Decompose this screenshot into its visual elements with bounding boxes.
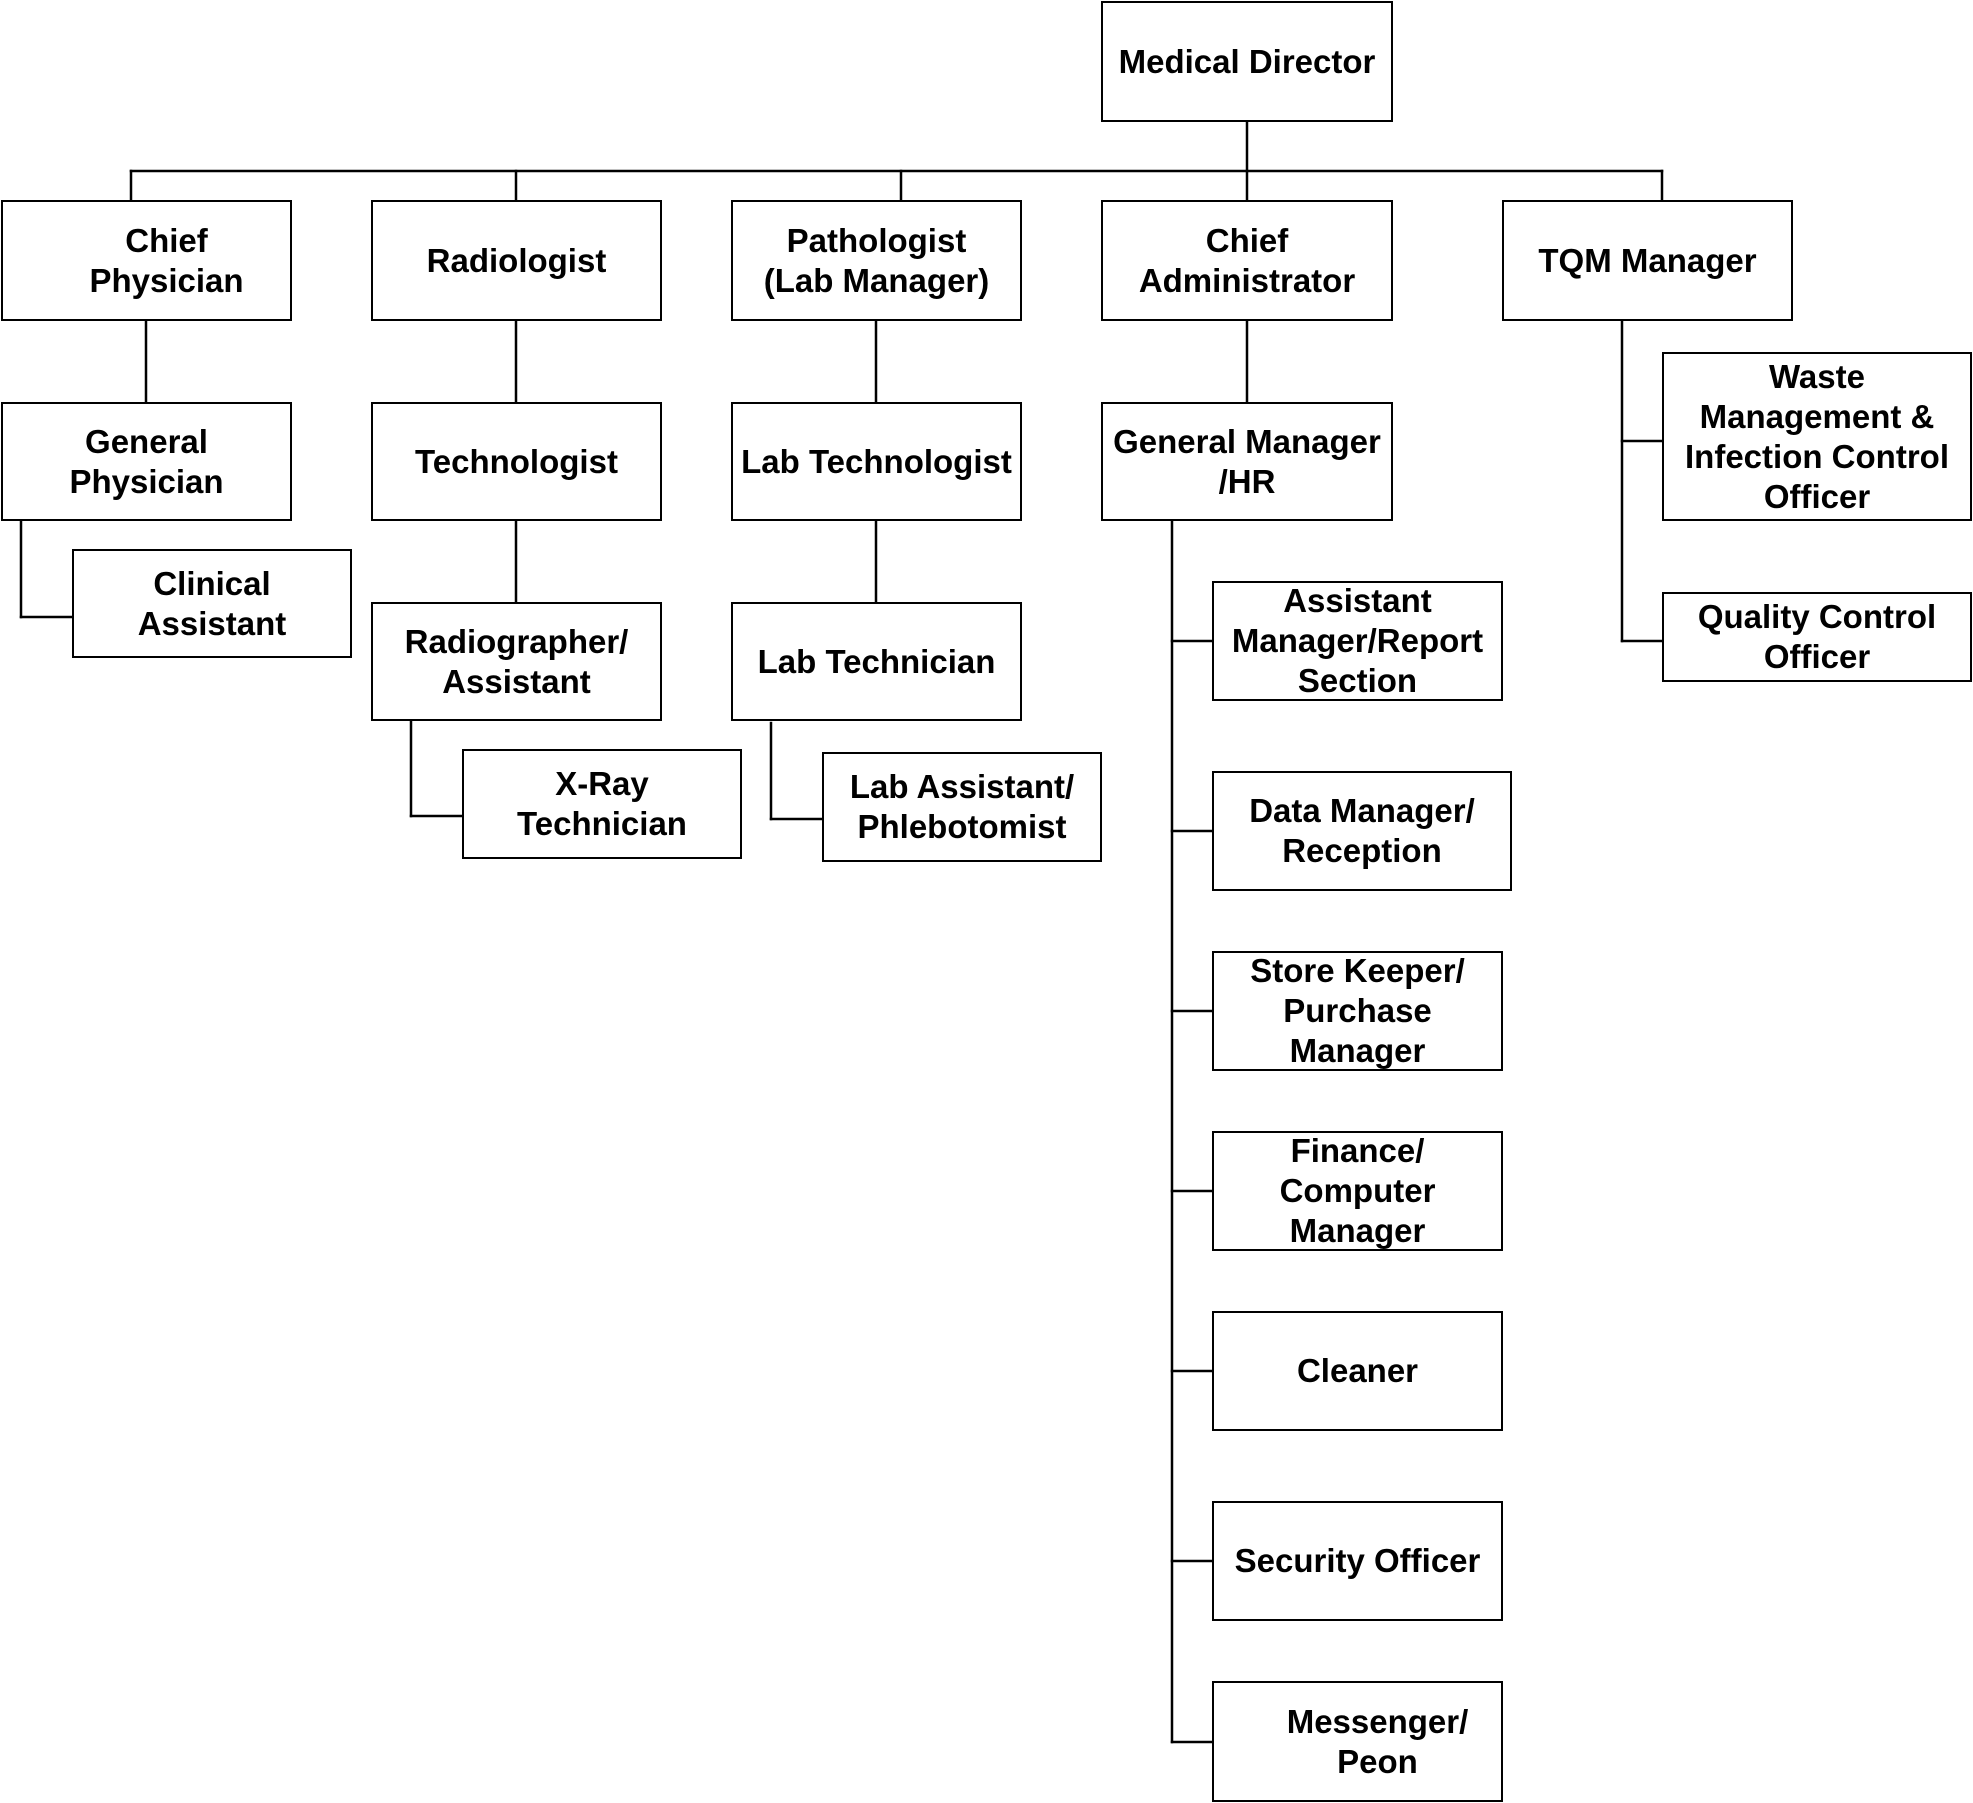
node-messenger-peon: Messenger/ Peon [1212,1681,1503,1802]
node-label: X-Ray Technician [517,765,687,842]
node-finance-computer: Finance/ Computer Manager [1212,1131,1503,1251]
node-pathologist: Pathologist (Lab Manager) [731,200,1022,321]
node-lab-technician: Lab Technician [731,602,1022,721]
node-label: Waste Management & Infection Control Off… [1685,357,1949,515]
node-clinical-assistant: Clinical Assistant [72,549,352,658]
node-label: Data Manager/ Reception [1249,792,1475,869]
node-label: Chief Physician [89,221,244,299]
node-medical-director: Medical Director [1101,1,1393,122]
node-label: Messenger/ Peon [1286,1702,1469,1780]
node-radiologist: Radiologist [371,200,662,321]
node-label: TQM Manager [1538,241,1757,279]
node-label: Finance/ Computer Manager [1279,1132,1436,1249]
node-label: Clinical Assistant [137,564,287,642]
node-chief-administrator: Chief Administrator [1101,200,1393,321]
node-chief-physician: Chief Physician [1,200,292,321]
node-label: Radiologist [426,241,607,279]
node-radiographer-assistant: Radiographer/ Assistant [371,602,662,721]
node-label: Lab Technician [757,642,996,680]
node-label: Quality Control Officer [1697,598,1937,675]
node-lab-technologist: Lab Technologist [731,402,1022,521]
node-label: Assistant Manager/Report Section [1231,582,1484,699]
node-general-manager-hr: General Manager /HR [1101,402,1393,521]
node-label: Pathologist (Lab Manager) [763,221,990,299]
node-tqm-manager: TQM Manager [1502,200,1793,321]
node-store-keeper: Store Keeper/ Purchase Manager [1212,951,1503,1071]
node-label: General Physician [69,422,224,500]
node-label: Lab Technologist [741,442,1012,480]
node-quality-control: Quality Control Officer [1662,592,1972,682]
node-xray-technician: X-Ray Technician [462,749,742,859]
node-label: General Manager /HR [1113,422,1381,500]
node-label: Technologist [415,442,618,480]
node-label: Security Officer [1234,1542,1481,1579]
node-general-physician: General Physician [1,402,292,521]
node-label: Medical Director [1118,42,1376,80]
node-data-manager-reception: Data Manager/ Reception [1212,771,1512,891]
node-label: Store Keeper/ Purchase Manager [1250,952,1465,1069]
node-label: Chief Administrator [1138,221,1356,299]
node-assistant-manager-report: Assistant Manager/Report Section [1212,581,1503,701]
node-security-officer: Security Officer [1212,1501,1503,1621]
node-label: Lab Assistant/ Phlebotomist [849,768,1075,845]
node-label: Radiographer/ Assistant [404,622,629,700]
node-waste-management: Waste Management & Infection Control Off… [1662,352,1972,521]
node-label: Cleaner [1296,1352,1419,1389]
node-technologist: Technologist [371,402,662,521]
node-lab-assistant: Lab Assistant/ Phlebotomist [822,752,1102,862]
node-cleaner: Cleaner [1212,1311,1503,1431]
